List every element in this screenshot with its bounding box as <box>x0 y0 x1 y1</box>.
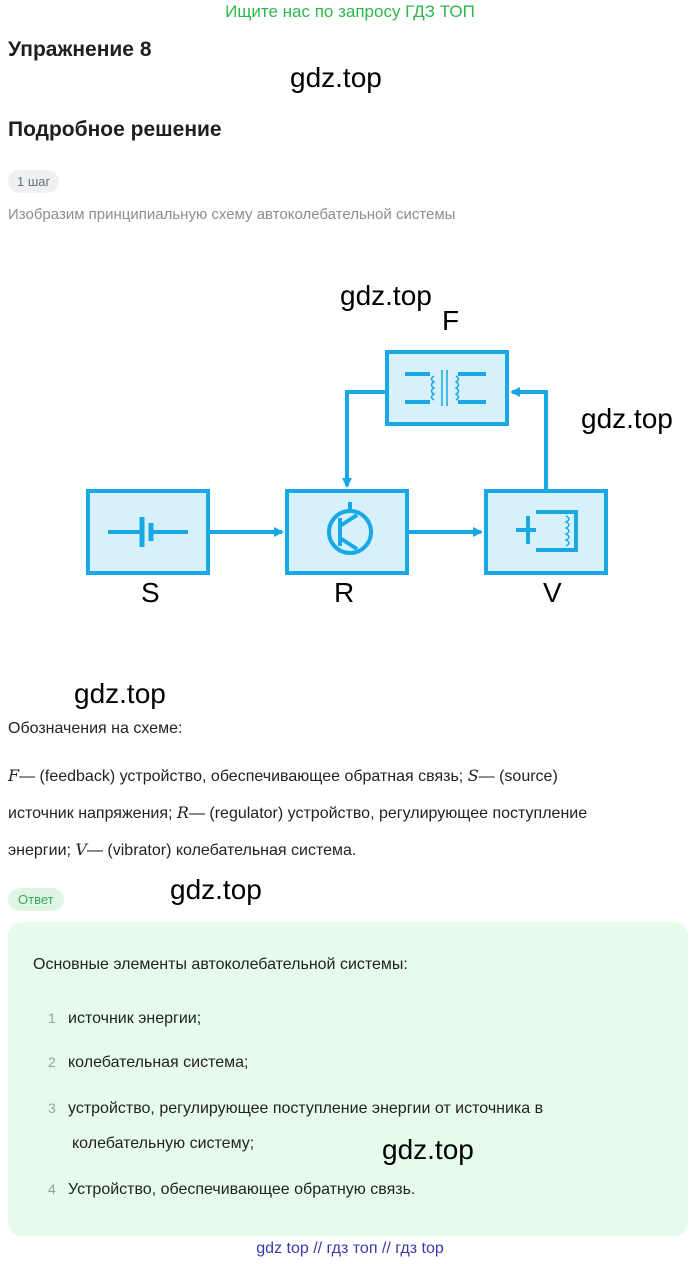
answer-intro: Основные элементы автоколебательной сист… <box>33 956 408 973</box>
answer-box <box>8 922 688 1236</box>
watermark: gdz.top <box>382 1134 474 1165</box>
source-block <box>86 489 210 575</box>
label-s: S <box>141 577 160 608</box>
watermark-diagram-1: gdz.top <box>340 280 432 311</box>
top-banner[interactable]: Ищите нас по запросу ГДЗ ТОП <box>225 2 475 21</box>
arrow-v-to-f <box>510 387 548 491</box>
watermark: gdz.top <box>74 678 166 709</box>
legend-title: Обозначения на схеме: <box>8 720 183 737</box>
watermark: gdz.top <box>290 62 382 93</box>
vibrator-block <box>484 489 608 575</box>
arrow-f-to-r <box>342 390 387 488</box>
answer-badge: Ответ <box>8 888 64 911</box>
exercise-title: Упражнение 8 <box>8 38 152 61</box>
label-f: F <box>442 305 459 336</box>
watermark-diagram-2: gdz.top <box>581 403 673 434</box>
regulator-block <box>285 489 409 575</box>
block-diagram: gdz.top gdz.top F S R V <box>86 280 673 608</box>
step-badge: 1 шаг <box>8 170 60 193</box>
watermark: gdz.top <box>170 874 262 905</box>
legend-text: F— (feedback) устройство, обеспечивающее… <box>8 766 588 859</box>
label-r: R <box>334 577 354 608</box>
step-description: Изобразим принципиальную схему автоколеб… <box>8 206 456 223</box>
footer-links[interactable]: gdz top // гдз топ // гдз top <box>256 1240 444 1257</box>
answer-item-continuation: колебательную систему; <box>72 1135 255 1152</box>
section-title: Подробное решение <box>8 118 222 141</box>
label-v: V <box>543 577 562 608</box>
feedback-block <box>385 350 509 426</box>
